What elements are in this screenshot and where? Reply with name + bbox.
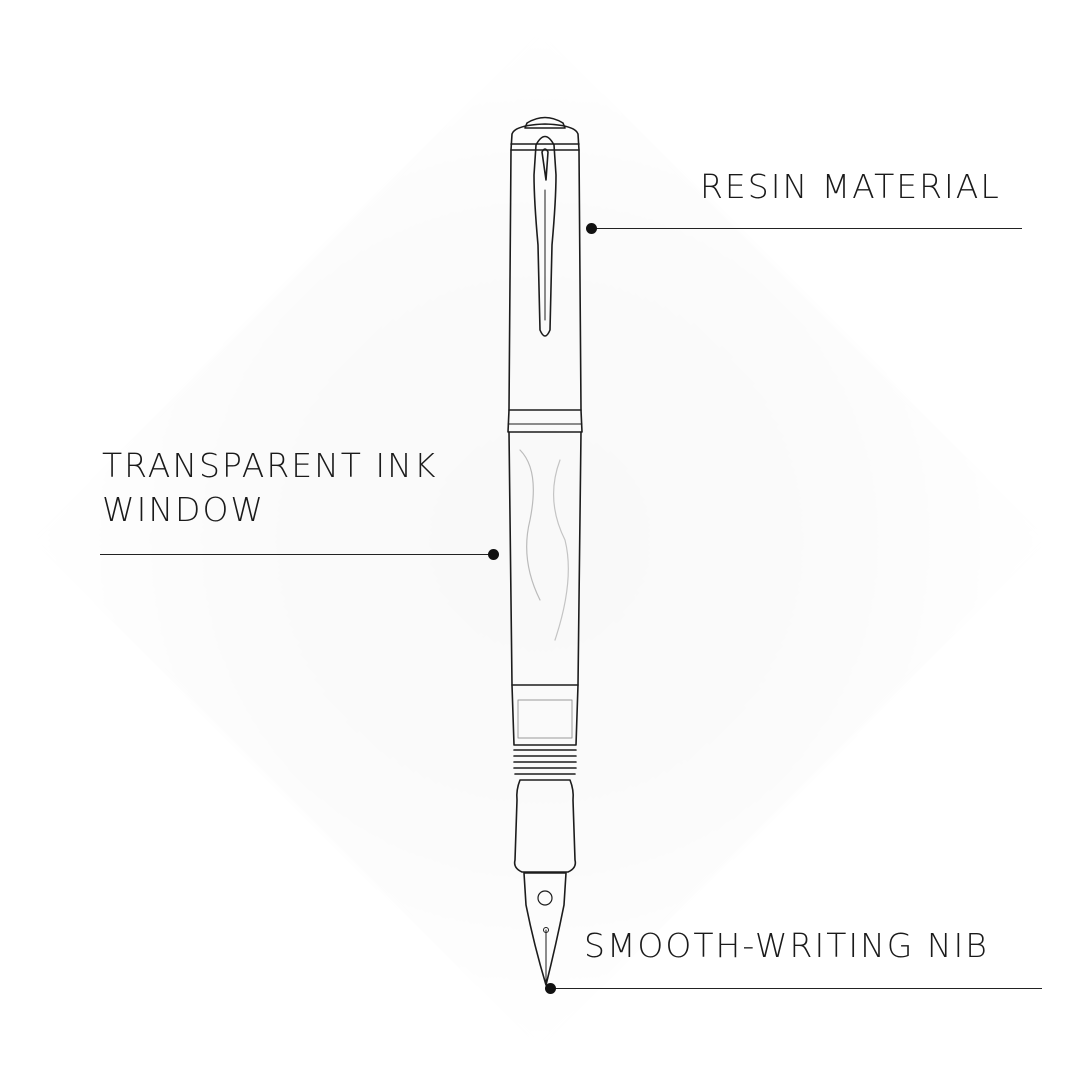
barrel-lower xyxy=(511,684,579,746)
callout-nib-label: SMOOTH-WRITING NIB xyxy=(584,926,989,965)
callout-nib-leader xyxy=(550,988,1042,989)
barrel-threads xyxy=(513,749,577,775)
grip-section xyxy=(513,779,577,873)
ink-window xyxy=(508,431,582,686)
pen-nib xyxy=(523,872,567,986)
cap-ring xyxy=(507,409,583,433)
cap-body xyxy=(508,149,582,411)
callout-resin-leader xyxy=(591,228,1022,229)
callout-resin-label: RESIN MATERIAL xyxy=(700,167,1001,206)
callout-window-leader xyxy=(100,554,493,555)
callout-window-label: TRANSPARENT INK WINDOW xyxy=(102,444,438,532)
pen-clip xyxy=(533,135,557,337)
callout-window-line2: WINDOW xyxy=(102,490,266,529)
callout-window-line1: TRANSPARENT INK xyxy=(102,446,438,485)
cap-top xyxy=(524,116,566,129)
cap-crown xyxy=(510,123,580,151)
callout-nib-dot xyxy=(545,983,556,994)
callout-window-dot xyxy=(488,549,499,560)
callout-resin-dot xyxy=(586,223,597,234)
